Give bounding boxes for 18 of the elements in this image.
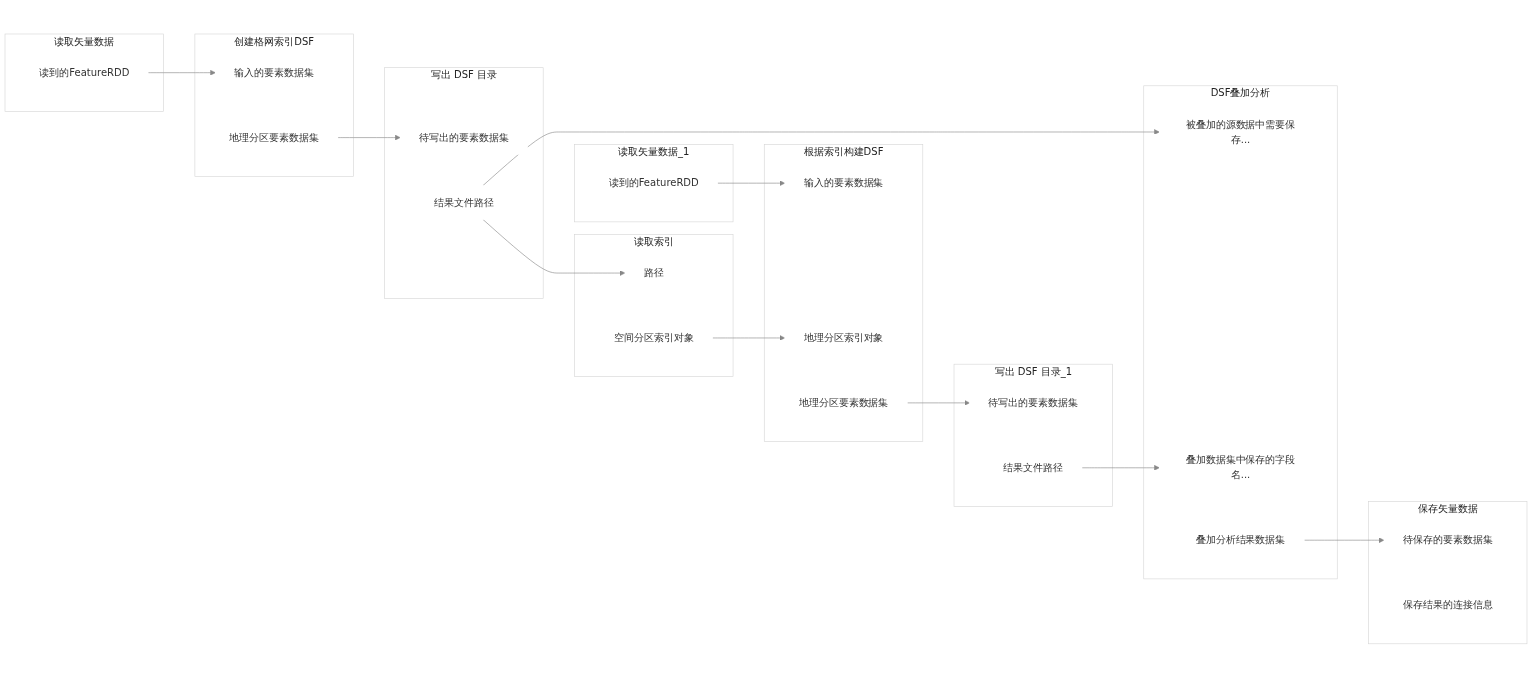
node-text: 结果文件路径 <box>1003 461 1064 473</box>
node-text: 保存结果的连接信息 <box>1402 598 1493 611</box>
node-text: 被叠加的源数据中需要保存... <box>1185 117 1296 145</box>
node-text: 读到的FeatureRDD <box>608 176 699 189</box>
node-text: 地理分区要素数据集 <box>229 130 320 143</box>
node-text: 待保存的要素数据集 <box>1402 533 1493 546</box>
node-text: 地理分区要素数据集 <box>798 396 889 409</box>
node-text: 路径 <box>643 266 664 279</box>
node-text: 读到的FeatureRDD <box>39 66 130 78</box>
node-text: 叠加数据集中保存的字段名... <box>1185 453 1296 481</box>
node-text: 待写出的要素数据集 <box>988 396 1079 409</box>
node-text: 输入的要素数据集 <box>234 66 315 78</box>
node-text: 叠加分析结果数据集 <box>1195 533 1286 546</box>
node-text: 地理分区索引对象 <box>803 331 884 344</box>
node-text: 结果文件路径 <box>433 195 494 208</box>
node-text: 空间分区索引对象 <box>613 331 694 344</box>
node-text: 输入的要素数据集 <box>803 176 884 189</box>
node-text: 待写出的要素数据集 <box>418 130 509 143</box>
